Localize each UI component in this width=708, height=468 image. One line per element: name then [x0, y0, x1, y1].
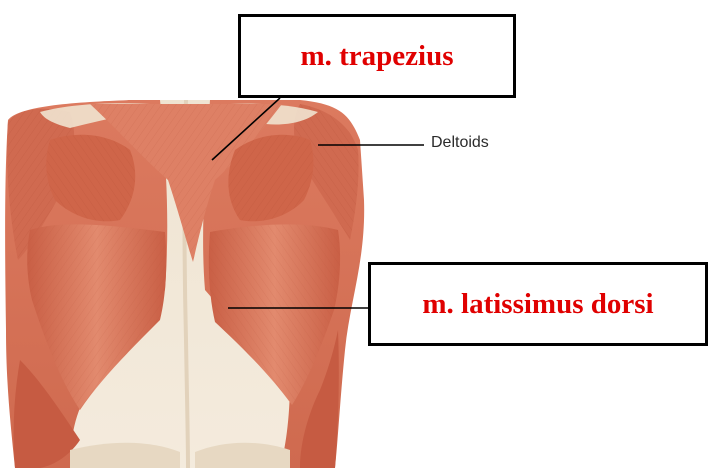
trapezius-label: m. trapezius [300, 40, 453, 73]
deltoids-label: Deltoids [431, 134, 489, 152]
latissimus-label: m. latissimus dorsi [422, 288, 653, 321]
trapezius-callout: m. trapezius [238, 14, 516, 98]
latissimus-callout: m. latissimus dorsi [368, 262, 708, 346]
